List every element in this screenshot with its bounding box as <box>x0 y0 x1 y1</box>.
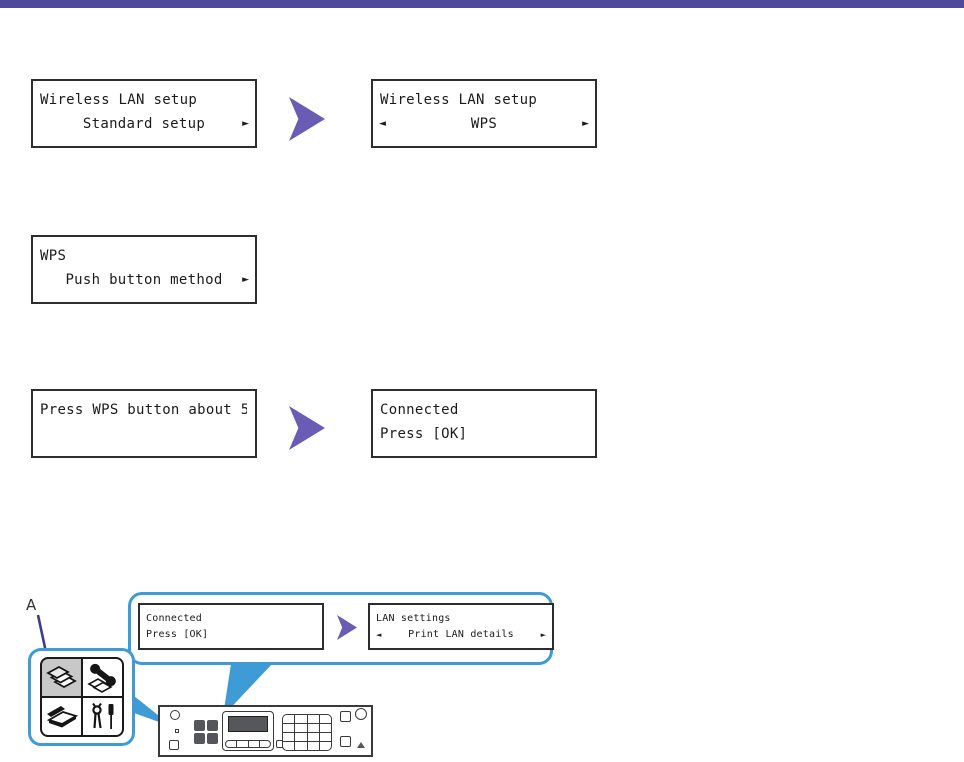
scroll-right-icon: ► <box>242 275 249 285</box>
mode-icon-grid <box>40 657 124 737</box>
lcd-line: WPS <box>40 248 67 264</box>
lcd-line: Wireless LAN setup <box>40 92 198 108</box>
mode-button-fax <box>83 659 122 696</box>
scroll-left-icon: ◄ <box>379 119 386 129</box>
lcd-screen-wps-select: Wireless LAN setup WPS ◄ ► <box>371 79 597 148</box>
mode-key <box>194 720 205 731</box>
lcd-line: Connected <box>146 613 202 624</box>
lcd-screen-connected-small: Connected Press [OK] <box>138 603 324 650</box>
page-header-bar <box>0 0 964 8</box>
display-module <box>222 711 274 751</box>
lcd-display <box>228 716 268 732</box>
flow-arrow-icon <box>289 406 325 450</box>
function-key <box>248 741 259 747</box>
lcd-line: Connected <box>380 402 459 418</box>
scroll-right-icon: ► <box>540 631 546 639</box>
lcd-screen-press-wps-button: Press WPS button about 5 <box>31 389 257 458</box>
start-button <box>355 708 367 720</box>
function-key <box>237 741 248 747</box>
function-key <box>259 741 270 747</box>
scroll-right-icon: ► <box>582 119 589 129</box>
lcd-line: LAN settings <box>376 613 451 624</box>
mode-buttons <box>194 720 218 744</box>
lcd-line: Standard setup <box>82 116 206 132</box>
lcd-line: Press [OK] <box>146 629 209 640</box>
setup-icon <box>91 702 113 729</box>
lcd-line: Press [OK] <box>380 426 468 442</box>
numeric-keypad <box>282 714 332 751</box>
power-button <box>170 710 180 720</box>
stop-button <box>340 736 351 747</box>
mode-button-copy <box>42 659 81 696</box>
status-led <box>175 729 179 733</box>
fax-icon <box>86 663 116 693</box>
lcd-line: Wireless LAN setup <box>380 92 538 108</box>
annotation-a-label: A <box>26 596 37 614</box>
ok-button <box>340 711 351 722</box>
lcd-line: Press WPS button about 5 <box>40 402 247 418</box>
back-button <box>169 740 179 750</box>
scan-icon <box>46 705 78 727</box>
scroll-right-icon: ► <box>242 119 249 129</box>
lcd-screen-push-button-method: WPS Push button method ► <box>31 235 257 304</box>
function-buttons <box>225 740 271 748</box>
lcd-line: Print LAN details <box>408 629 514 640</box>
mode-button-setup <box>83 698 122 735</box>
scroll-left-icon: ◄ <box>376 631 382 639</box>
mode-button-scan <box>42 698 81 735</box>
lcd-line: WPS <box>470 116 498 132</box>
lcd-line: Push button method <box>65 272 223 288</box>
function-key <box>226 741 237 747</box>
flow-arrow-icon <box>289 97 325 141</box>
copy-icon <box>45 665 77 688</box>
mode-key <box>207 720 218 731</box>
mode-key <box>207 733 218 744</box>
lcd-screen-standard-setup: Wireless LAN setup Standard setup ► <box>31 79 257 148</box>
mode-key <box>194 733 205 744</box>
lcd-screen-connected: Connected Press [OK] <box>371 389 597 458</box>
alarm-triangle-icon <box>357 742 365 748</box>
lcd-screen-print-lan-details: LAN settings Print LAN details ◄ ► <box>368 603 554 650</box>
